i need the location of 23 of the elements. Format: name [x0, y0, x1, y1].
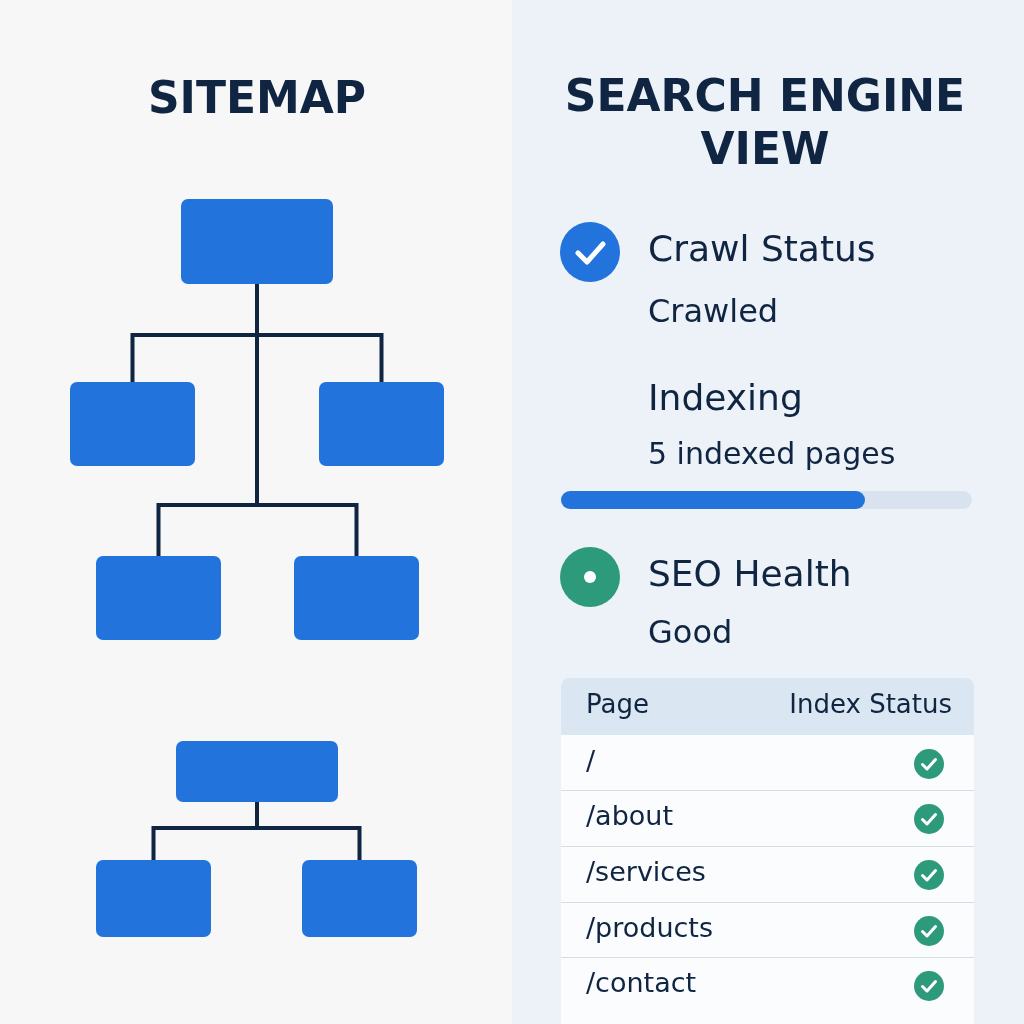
table-cell: /products [586, 912, 713, 944]
page-box [302, 860, 417, 937]
status-title: SEO Health [648, 553, 852, 595]
heading: SITEMAP [146, 72, 368, 125]
page-box [70, 382, 195, 466]
status-value: 5 indexed pages [648, 437, 896, 472]
page-box [294, 556, 419, 640]
page-box [181, 199, 333, 284]
page-box [319, 382, 444, 466]
table-cell: /services [586, 856, 706, 888]
page-box [176, 741, 338, 802]
table-cell: /contact [586, 967, 697, 999]
column-header: Index Status [788, 690, 952, 720]
table-cell: / [586, 745, 596, 777]
status-value: Good [648, 614, 733, 651]
page-box [96, 860, 211, 937]
status-value: Crawled [648, 293, 779, 330]
heading: SEARCH ENGINE VIEW [563, 70, 967, 176]
status-title: Crawl Status [648, 228, 876, 270]
table-cell: /about [586, 800, 673, 832]
page-box [96, 556, 221, 640]
status-title: Indexing [648, 377, 803, 419]
column-header: Page [586, 690, 649, 720]
